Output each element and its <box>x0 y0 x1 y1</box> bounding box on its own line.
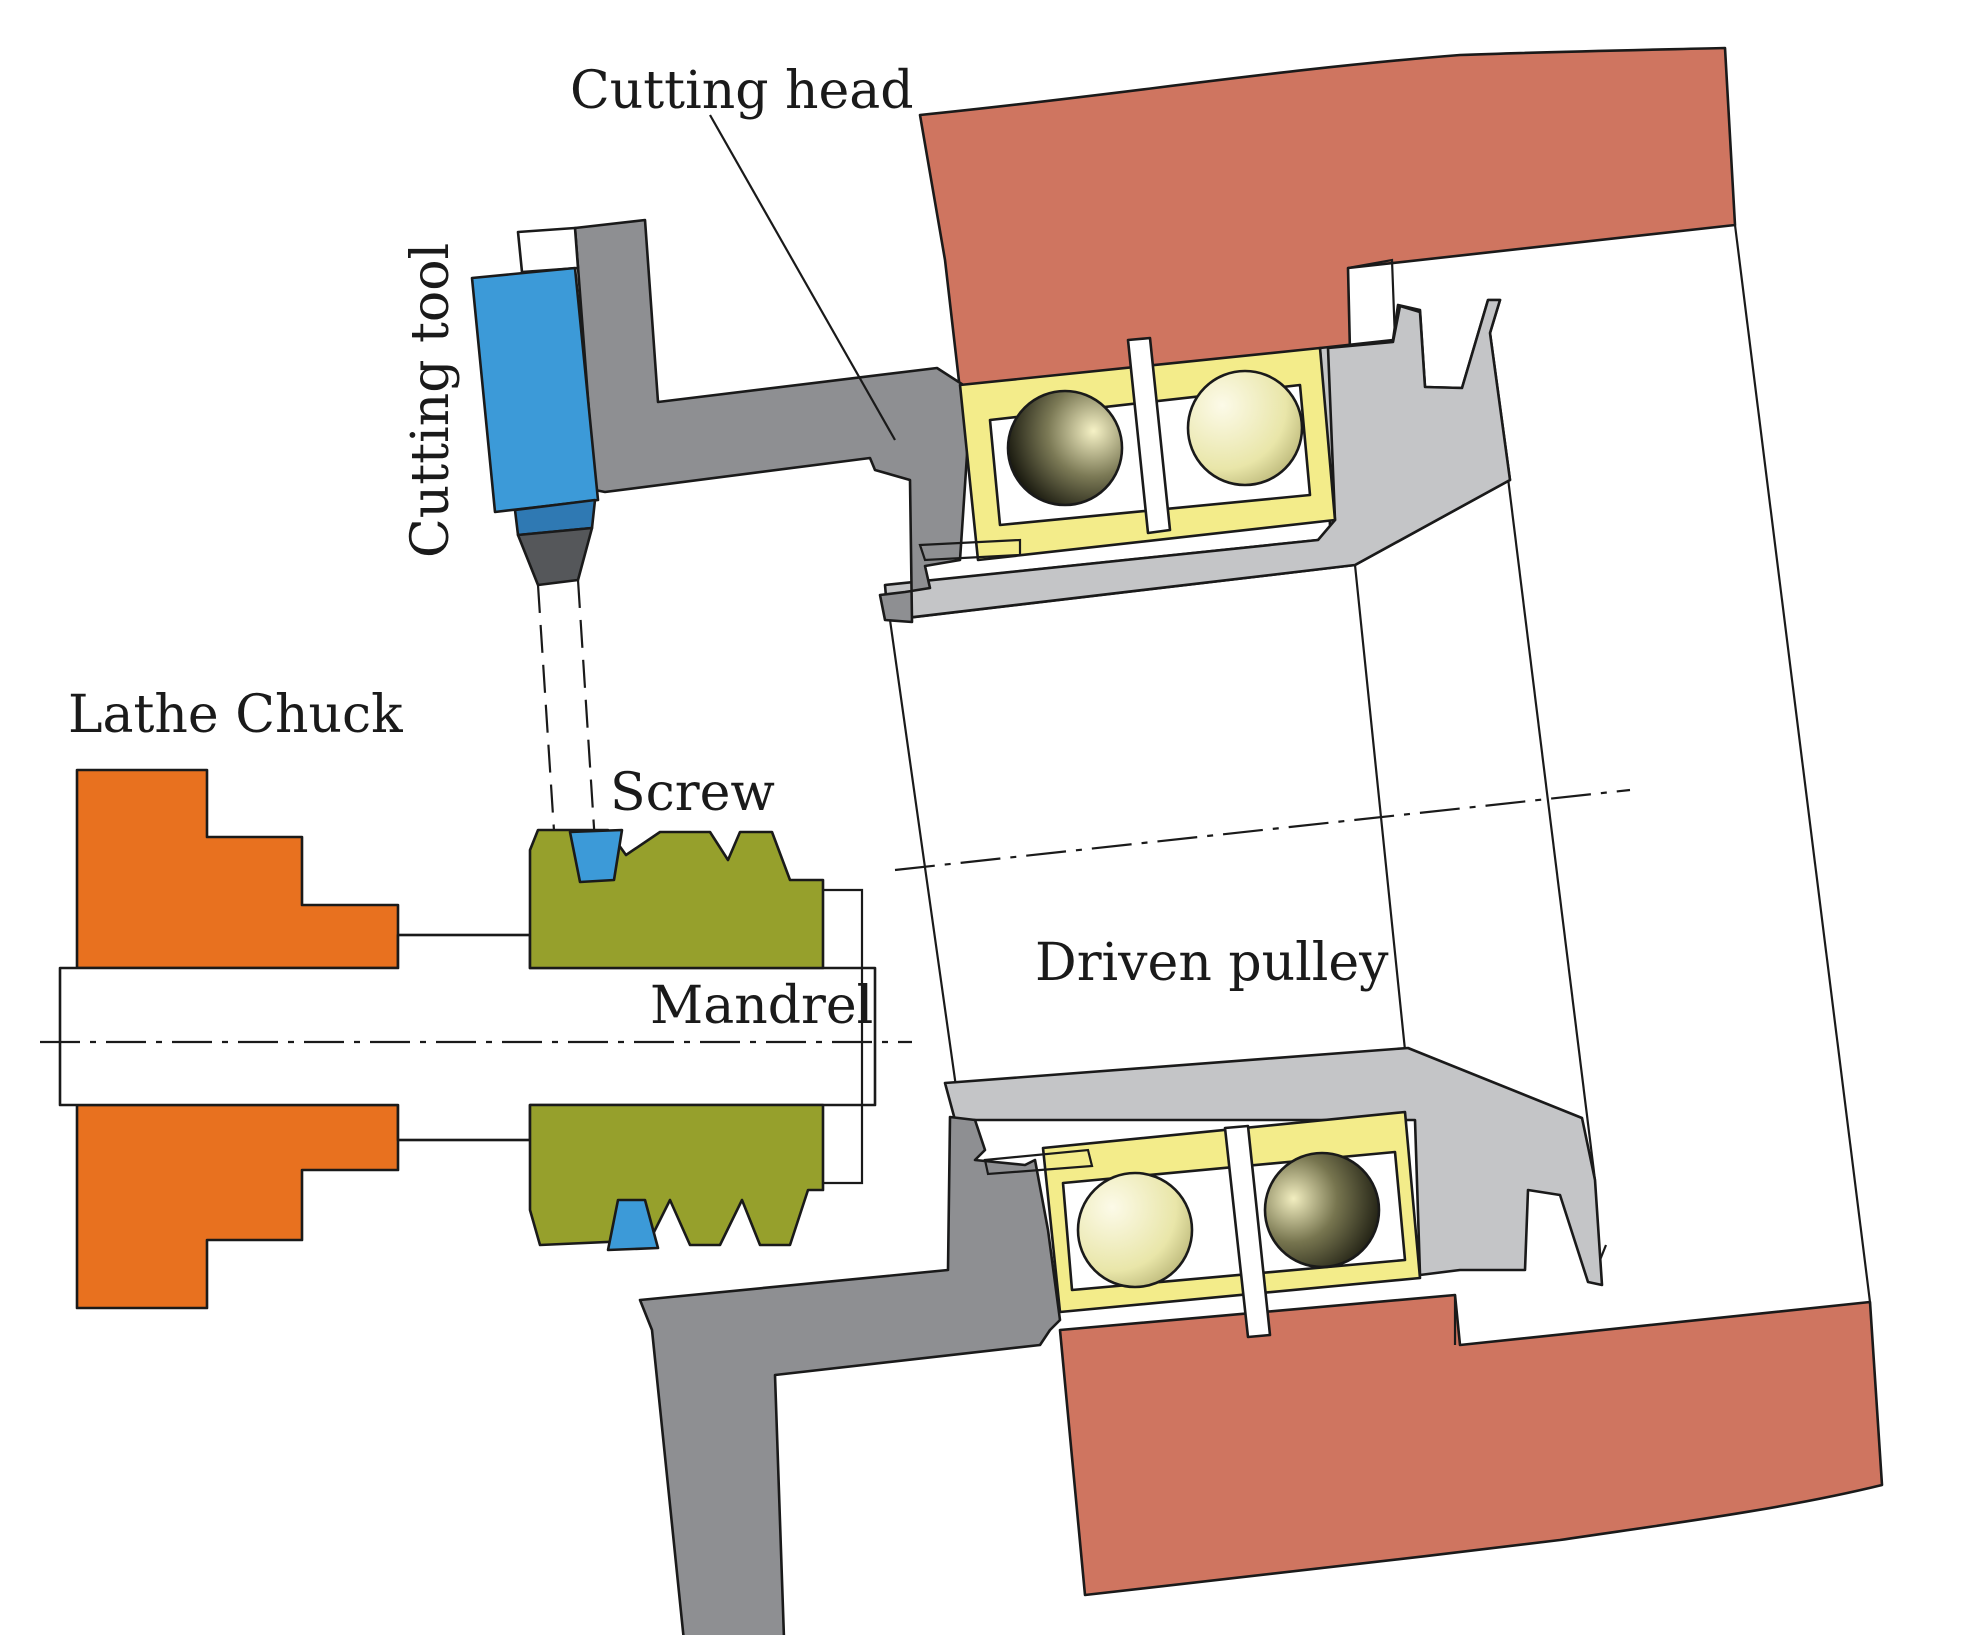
cutting-head-upper <box>573 218 972 624</box>
bearing-top-ball-dark <box>1006 389 1124 507</box>
pulley-housing-top <box>918 46 1737 392</box>
centerlines <box>40 788 1631 1044</box>
lathe-chuck <box>75 768 400 1310</box>
screw <box>528 828 825 1252</box>
label-cutting-head: Cutting head <box>570 61 914 121</box>
bearing-top-separator <box>1126 336 1172 535</box>
pulley-hub-top-body <box>883 298 1512 622</box>
cutting-head <box>573 218 1062 1635</box>
cutting-tool-insert <box>516 226 580 274</box>
bearing-bottom-ball-dark <box>1263 1151 1381 1269</box>
pulley-hub <box>883 298 1604 1287</box>
bearing-bottom <box>983 1110 1422 1339</box>
screw-bottom <box>528 1103 825 1247</box>
bearing-bottom-ball-light <box>1076 1171 1194 1289</box>
mandrel <box>58 888 877 1185</box>
pulley-hub-bottom-body <box>943 1046 1604 1287</box>
screw-groove-bottom <box>606 1198 660 1252</box>
bearing-bottom-separator <box>1223 1124 1272 1339</box>
bearing-top <box>918 336 1337 562</box>
label-mandrel: Mandrel <box>650 976 873 1036</box>
label-cutting-tool: Cutting tool <box>401 243 461 558</box>
label-screw: Screw <box>610 763 775 823</box>
cutting-head-leader-line <box>709 114 896 441</box>
cutting-tool-point <box>516 526 594 587</box>
cutting-tool-body <box>470 266 600 514</box>
pulley-housing <box>918 46 1884 1597</box>
bearing-top-ball-light <box>1186 369 1304 487</box>
cutting-head-lower <box>638 1115 1062 1635</box>
label-lathe-chuck: Lathe Chuck <box>68 685 403 745</box>
screw-groove-top <box>568 828 624 884</box>
label-driven-pulley: Driven pulley <box>1035 933 1389 993</box>
lathe-chuck-top <box>75 768 400 970</box>
pulley-housing-bottom <box>1058 1293 1884 1597</box>
lathe-chuck-bottom <box>75 1103 400 1310</box>
